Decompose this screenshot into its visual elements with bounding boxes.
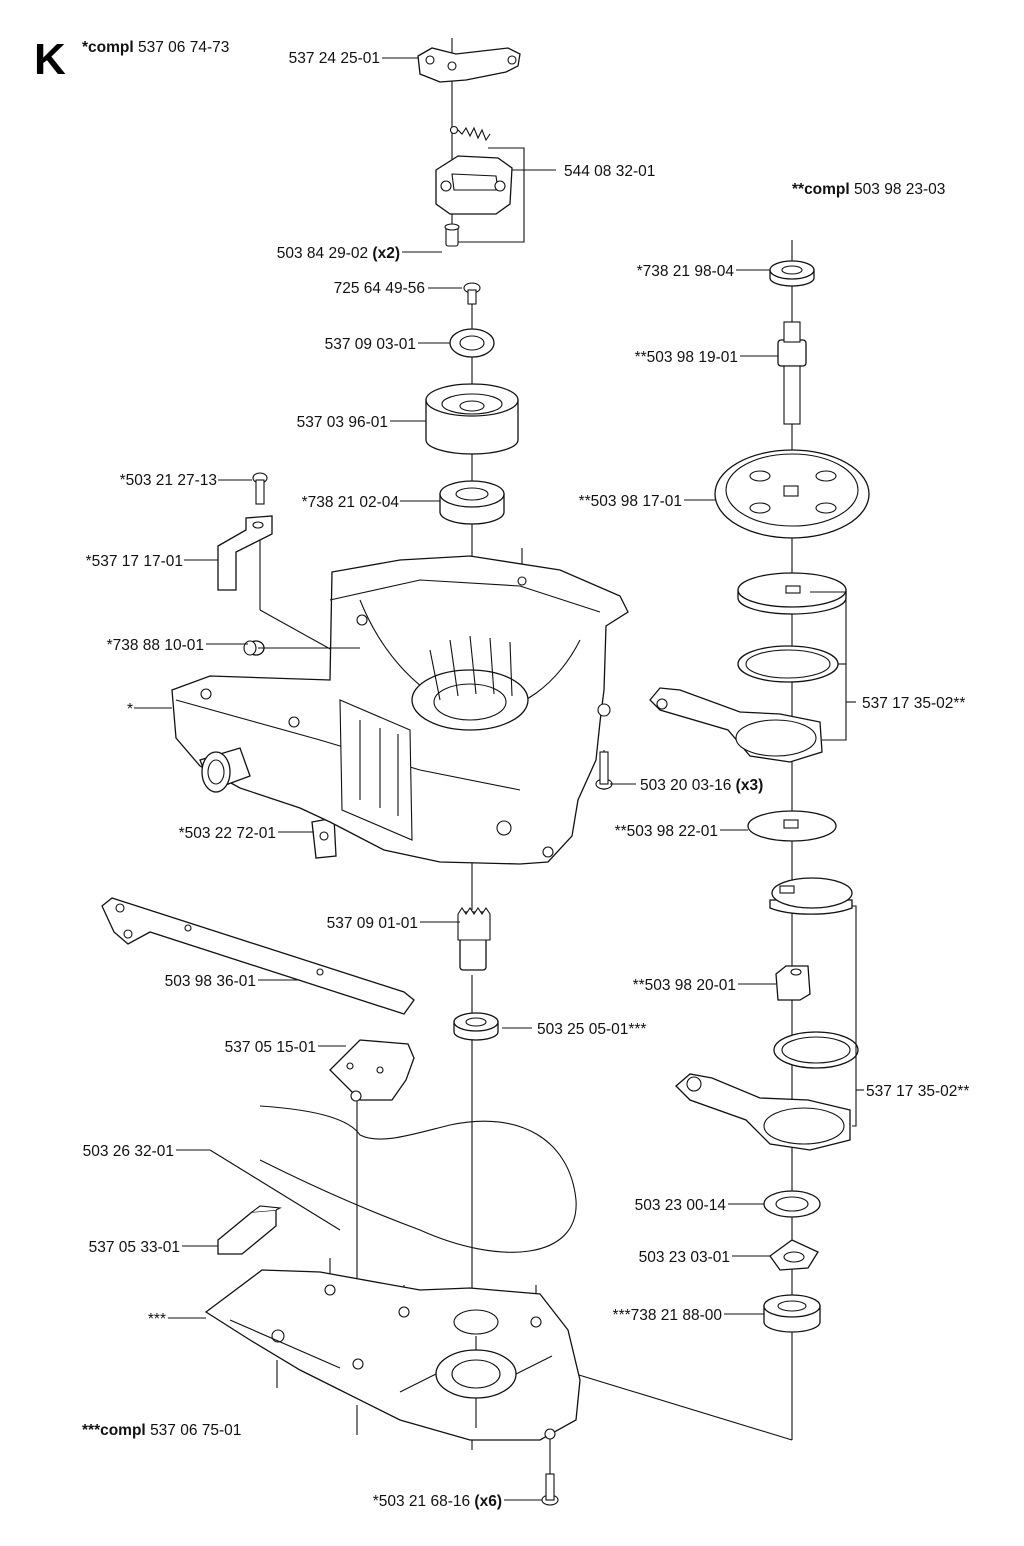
part-label: **503 98 19-01 [635,349,738,366]
part-label: *503 22 72-01 [179,825,276,842]
washer-503-23-00 [763,1190,821,1218]
clip-503-22 [311,817,337,859]
bearing-738-21-98 [769,260,815,287]
part-label: *** [148,1311,166,1328]
part-label: 537 03 96-01 [297,414,388,431]
clip-503-23-03 [769,1239,819,1271]
gasket-outline [259,1105,577,1253]
needle-ring-upper [737,645,839,683]
part-label: 503 25 05-01*** [537,1021,646,1038]
lever-bracket [217,515,273,591]
part-label: 537 05 15-01 [225,1039,316,1056]
disc-lower [769,877,853,915]
compl-label-3: ***compl 537 06 75-01 [82,1422,241,1439]
bracket-537-05-15 [329,1039,415,1102]
part-label: **503 98 22-01 [615,823,718,840]
left-labels: 537 24 25-01 503 84 29-02 (x2) 725 64 49… [83,50,502,1510]
disc-upper [737,572,847,615]
screw-503-21-27 [252,472,268,505]
bearing-top [439,480,505,525]
screw-503-21-68 [541,1473,559,1506]
part-label: **503 98 20-01 [633,977,736,994]
part-label: 725 64 49-56 [334,280,425,297]
cover-plate [417,47,521,83]
part-label: *503 21 68-16 (x6) [373,1493,502,1510]
part-label: **503 98 17-01 [579,493,682,510]
clip-537-05-33 [217,1205,282,1255]
bearing-738-21-88 [763,1294,821,1333]
part-label: *738 88 10-01 [107,637,204,654]
section-letter: K [34,35,66,84]
part-label: 503 26 32-01 [83,1143,174,1160]
shaft-503-98-19 [777,321,807,425]
part-label: 503 23 00-14 [635,1197,727,1214]
part-label: * [127,701,133,718]
gear-503-98-17 [714,449,870,539]
guide-strip [101,897,415,1015]
crank-arm-lower [675,1073,851,1151]
part-label: 537 05 33-01 [89,1239,180,1256]
compl-label-1: *compl 537 06 74-73 [82,39,229,56]
needle-ring-lower [773,1031,859,1069]
crankcase [171,555,629,865]
leader-lines [134,57,864,1501]
part-label: 503 84 29-02 (x2) [277,245,400,262]
part-label: *503 21 27-13 [120,472,217,489]
part-label: 503 23 03-01 [639,1249,730,1266]
part-label: 537 24 25-01 [289,50,380,67]
crankcase-nozzle [199,747,251,793]
part-label: *537 17 17-01 [86,553,183,570]
block-503-98-20 [775,965,811,1001]
screw-725 [463,282,481,305]
screw-503-20-03 [595,751,613,790]
small-screw [444,223,460,247]
disc-503-98-22 [747,810,837,842]
bearing-503-25 [453,1012,499,1041]
part-label: 537 09 01-01 [327,915,418,932]
part-label: ***738 21 88-00 [613,1307,723,1324]
part-label: 537 09 03-01 [325,336,416,353]
crank-arm-upper [649,687,823,763]
drum [425,383,519,455]
part-label: *738 21 02-04 [302,494,400,511]
part-label: 537 17 35-02** [862,695,965,712]
part-label: 503 98 36-01 [165,973,256,990]
part-label: 537 17 35-02** [866,1083,969,1100]
plug [243,640,265,656]
compl-label-2: **compl 503 98 23-03 [792,181,945,198]
spring [449,125,491,142]
part-label: 544 08 32-01 [564,163,655,180]
clutch-block [435,155,513,215]
right-labels: 544 08 32-01 *738 21 98-04 **503 98 19-0… [537,163,969,1324]
bottom-cover [204,1269,581,1441]
seal-ring [449,328,495,358]
part-label: 503 20 03-16 (x3) [640,777,763,794]
part-label: *738 21 98-04 [637,263,735,280]
pinion-gear [457,907,491,971]
